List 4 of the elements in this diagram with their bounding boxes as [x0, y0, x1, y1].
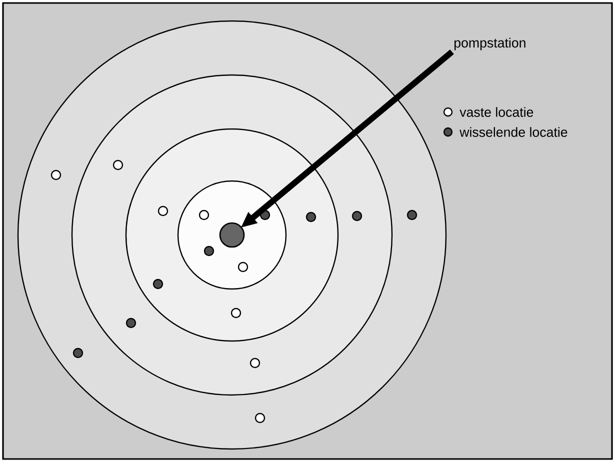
- legend-label: wisselende locatie: [460, 127, 568, 137]
- legend-label: vaste locatie: [460, 107, 534, 117]
- pump-station-dot: [219, 222, 245, 248]
- station-label: pompstation: [454, 38, 526, 50]
